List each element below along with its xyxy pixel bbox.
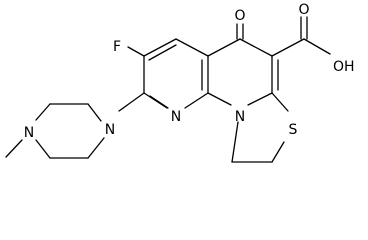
bond	[127, 46, 145, 57]
molecule-structure: F N N N N O O OH S	[5, 2, 355, 163]
bond	[239, 38, 273, 57]
carbonyl-oxygen-label: O	[298, 2, 309, 18]
hydroxyl-label: OH	[333, 59, 355, 75]
bonds	[5, 16, 331, 163]
bond	[247, 92, 273, 106]
bond	[149, 95, 169, 109]
bond	[118, 92, 145, 112]
atom-labels: F N N N N O O OH S	[24, 2, 355, 141]
ketone-oxygen-label: O	[234, 8, 245, 24]
bond	[5, 139, 23, 158]
ring-nitrogen-label: N	[171, 109, 181, 125]
bridge-nitrogen-label: N	[235, 109, 245, 125]
bond	[207, 92, 232, 106]
fluorine-label: F	[113, 39, 121, 55]
bond	[35, 139, 51, 159]
bond	[148, 44, 177, 61]
bond	[175, 38, 209, 57]
sulfur-label: S	[289, 122, 298, 138]
bond	[207, 38, 241, 57]
bond	[87, 137, 105, 159]
bond	[87, 103, 102, 122]
bond	[35, 103, 51, 121]
bond	[184, 92, 209, 109]
piperazine-aryl-nitrogen-label: N	[105, 122, 115, 138]
bond	[271, 92, 289, 112]
bond	[231, 121, 239, 163]
bond	[303, 38, 331, 55]
bond	[271, 141, 285, 163]
bond	[271, 38, 305, 57]
bond	[143, 38, 177, 57]
piperazine-methyl-nitrogen-label: N	[24, 125, 34, 141]
